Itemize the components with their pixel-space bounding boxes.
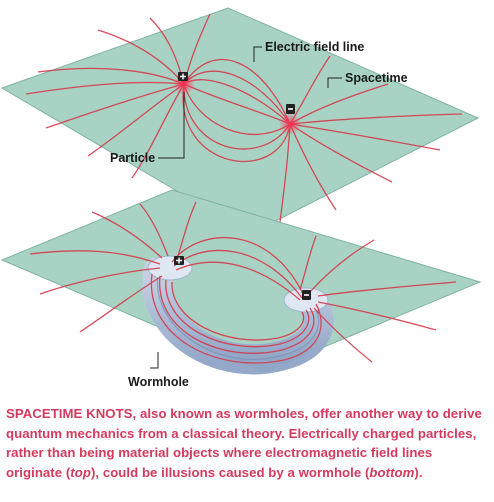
callout-particle: Particle (110, 92, 185, 165)
diagram-canvas: Electric field line Spacetime Particle (0, 7, 482, 389)
caption-text-3: ). (414, 464, 423, 480)
field-lines-bottom (29, 201, 457, 364)
callout-electric-field-line: Electric field line (253, 40, 364, 62)
callout-wormhole: Wormhole (128, 352, 189, 389)
electric-field-line-label: Electric field line (265, 40, 364, 54)
field-lines-top (25, 13, 463, 223)
caption-top: top (70, 464, 91, 480)
minus-charge-bottom-icon (302, 290, 311, 300)
plus-charge-bottom-icon (174, 256, 184, 265)
minus-charge-icon (286, 104, 295, 114)
caption-lead: SPACETIME KNOTS, (6, 406, 137, 421)
wormhole-tube (142, 257, 334, 375)
callout-spacetime: Spacetime (327, 71, 408, 88)
spacetime-label: Spacetime (345, 71, 408, 85)
caption-text-1: also known as wormholes, offer another w… (6, 406, 482, 480)
plus-charge-icon (178, 72, 188, 81)
caption-text-2: ), could be illusions caused by a wormho… (90, 464, 370, 480)
caption-bottom: bottom (369, 464, 415, 480)
bottom-panel: Wormhole (0, 189, 482, 389)
particle-label: Particle (110, 151, 155, 165)
spacetime-sheet-top (0, 7, 480, 235)
wormhole-label: Wormhole (128, 375, 189, 389)
figure-caption: SPACETIME KNOTS, also known as wormholes… (6, 404, 490, 482)
particle-glow-negative-top (279, 113, 301, 135)
top-panel: Electric field line Spacetime Particle (0, 7, 480, 235)
